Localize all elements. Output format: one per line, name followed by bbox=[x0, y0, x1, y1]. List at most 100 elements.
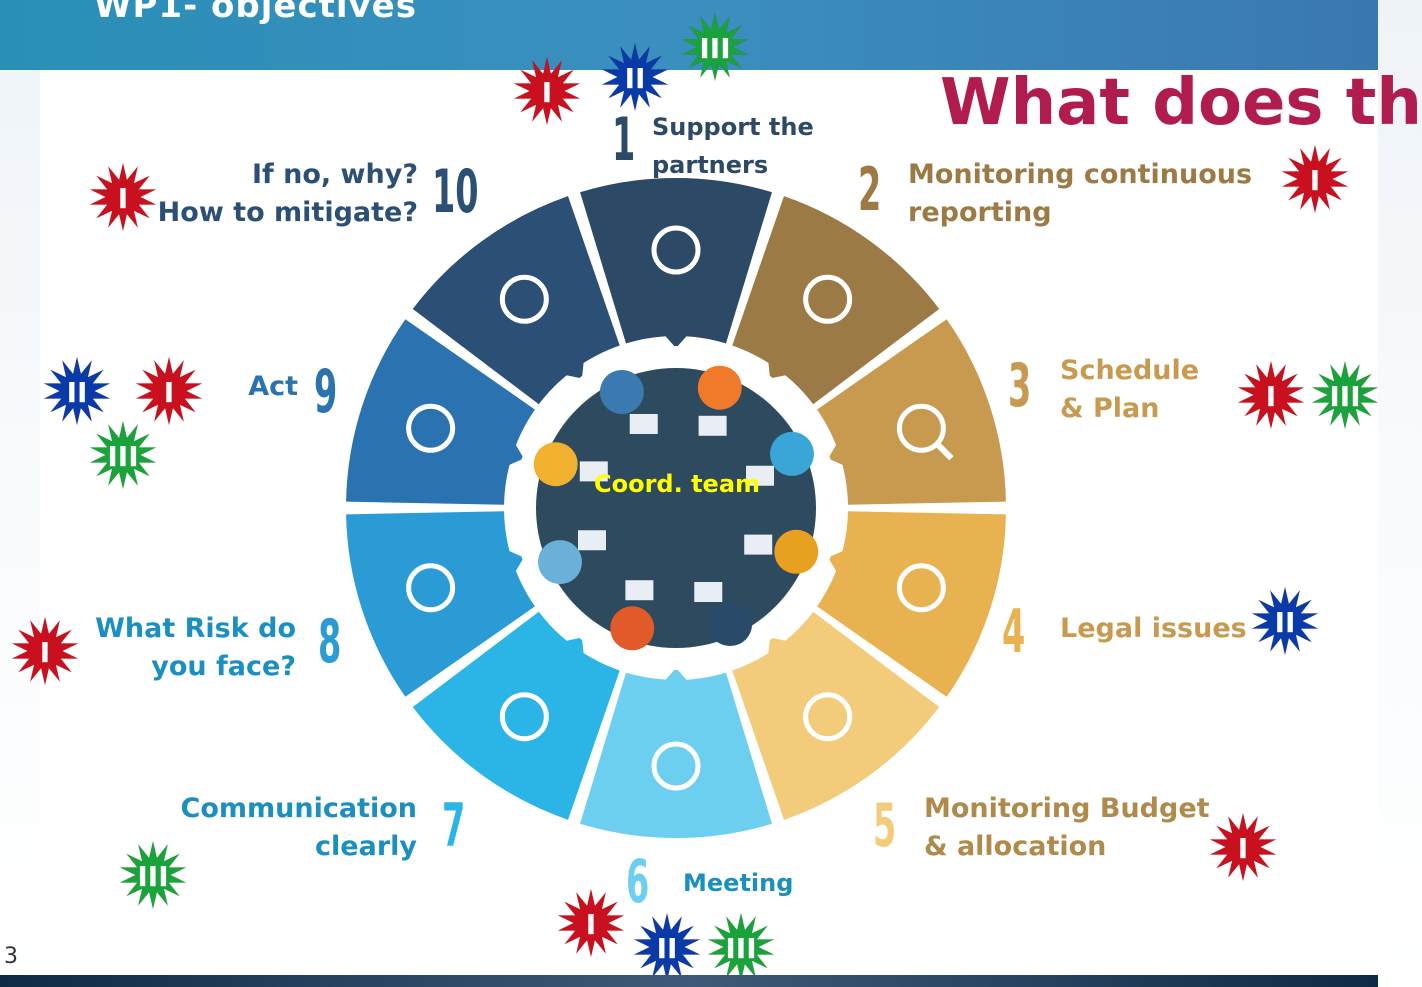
step-label-10: If no, why? How to mitigate? bbox=[157, 159, 418, 228]
segment-pointer-3 bbox=[828, 442, 845, 466]
badge-label: III bbox=[1329, 380, 1360, 413]
center-label: Coord. team bbox=[594, 470, 761, 498]
badge-label: I bbox=[40, 636, 50, 669]
badge-label: I bbox=[1310, 164, 1320, 197]
starburst-badge-red: I bbox=[513, 56, 581, 126]
starburst-badge-green: III bbox=[1311, 360, 1379, 430]
wheel-segment-9 bbox=[346, 319, 535, 505]
badge-label: II bbox=[1275, 606, 1296, 639]
segment-pointer-10 bbox=[564, 360, 584, 379]
report-edit-icon bbox=[803, 274, 853, 324]
segment-pointer-2 bbox=[768, 360, 788, 379]
step-number-7: 7 bbox=[442, 791, 466, 861]
wheel-segment-5 bbox=[732, 611, 940, 820]
step-label-6: Meeting bbox=[683, 869, 794, 897]
lightbulb-icon bbox=[896, 563, 946, 613]
document-sheet bbox=[577, 530, 606, 551]
header-bar: WP1- objectives bbox=[0, 0, 1378, 70]
person-figure bbox=[697, 365, 742, 410]
step-number-1: 1 bbox=[612, 105, 636, 175]
starburst-badge-red: I bbox=[1281, 144, 1349, 214]
wheel-segment-10 bbox=[412, 196, 620, 405]
step-number-6: 6 bbox=[626, 847, 650, 917]
page-number: 3 bbox=[4, 944, 18, 969]
magnifier-question-icon bbox=[896, 403, 954, 461]
eye-screen-icon bbox=[406, 563, 456, 613]
wheel-segment-8 bbox=[346, 511, 535, 697]
step-label-2: Monitoring continuous reporting bbox=[908, 159, 1253, 228]
meeting-table-illustration bbox=[536, 368, 816, 648]
badge-label: III bbox=[699, 32, 730, 65]
question-laptop-icon bbox=[651, 225, 701, 275]
step-number-2: 2 bbox=[858, 155, 882, 225]
step-number-8: 8 bbox=[318, 607, 342, 677]
badge-label: I bbox=[586, 908, 596, 941]
speech-bubbles-icon bbox=[499, 692, 549, 742]
segment-pointer-9 bbox=[507, 442, 524, 466]
step-label-9: Act bbox=[248, 371, 298, 402]
document-sheet bbox=[579, 461, 608, 482]
thumbs-down-icon bbox=[499, 274, 549, 324]
wheel-segment-7 bbox=[412, 611, 620, 820]
step-number-9: 9 bbox=[314, 357, 338, 427]
badge-label: III bbox=[137, 860, 168, 893]
starburst-badge-red: I bbox=[89, 162, 157, 232]
thumbs-up-icon bbox=[406, 403, 456, 453]
person-figure bbox=[537, 540, 582, 585]
badge-label: II bbox=[67, 376, 88, 409]
starburst-badge-red: I bbox=[135, 356, 203, 426]
person-figure bbox=[770, 431, 815, 476]
tools-icon bbox=[803, 692, 853, 742]
step-label-3: Schedule & Plan bbox=[1060, 355, 1200, 424]
process-wheel bbox=[346, 178, 1006, 838]
starburst-badge-blue: II bbox=[43, 356, 111, 426]
segment-pointer-4 bbox=[828, 550, 845, 574]
starburst-badge-red: I bbox=[1209, 812, 1277, 882]
document-sheet bbox=[746, 465, 775, 486]
step-label-8: What Risk do you face? bbox=[95, 613, 296, 682]
starburst-badge-red: I bbox=[11, 616, 79, 686]
segment-pointer-8 bbox=[507, 550, 524, 574]
badge-label: I bbox=[1238, 832, 1248, 865]
segment-pointer-1 bbox=[663, 334, 689, 348]
wheel-segment-4 bbox=[817, 511, 1006, 697]
step-label-1: Support the partners bbox=[652, 113, 814, 179]
person-figure bbox=[533, 442, 578, 487]
document-sheet bbox=[744, 534, 773, 555]
wheel-segment-3 bbox=[817, 319, 1006, 505]
starburst-badge-green: III bbox=[681, 12, 749, 82]
broken-monitor-icon bbox=[651, 741, 701, 791]
document-sheet bbox=[625, 580, 654, 601]
document-sheet bbox=[698, 415, 727, 436]
step-label-4: Legal issues bbox=[1060, 613, 1247, 644]
step-label-7: Communication clearly bbox=[180, 793, 418, 862]
person-figure bbox=[599, 369, 644, 414]
step-label-5: Monitoring Budget & allocation bbox=[924, 793, 1210, 862]
badge-label: III bbox=[725, 932, 756, 965]
badge-label: I bbox=[164, 376, 174, 409]
person-figure bbox=[774, 529, 819, 574]
starburst-badge-blue: II bbox=[1251, 586, 1319, 656]
badge-label: II bbox=[657, 932, 678, 965]
starburst-badge-red: I bbox=[557, 888, 625, 958]
header-title: WP1- objectives bbox=[94, 0, 417, 26]
segment-pointer-7 bbox=[564, 637, 584, 656]
wheel-segment-2 bbox=[732, 196, 940, 405]
starburst-badge-blue: II bbox=[601, 42, 669, 112]
badge-label: I bbox=[1266, 380, 1276, 413]
badge-label: III bbox=[107, 440, 138, 473]
wheel-segment-1 bbox=[580, 178, 772, 344]
starburst-badge-red: I bbox=[1237, 360, 1305, 430]
bottom-strip bbox=[0, 975, 1378, 987]
document-sheet bbox=[629, 413, 658, 434]
step-number-10: 10 bbox=[432, 157, 479, 227]
segment-pointer-5 bbox=[768, 637, 788, 656]
wheel-segment-6 bbox=[580, 672, 772, 838]
badge-label: I bbox=[542, 76, 552, 109]
badge-label: II bbox=[625, 62, 646, 95]
badge-label: I bbox=[118, 182, 128, 215]
starburst-badge-green: III bbox=[119, 840, 187, 910]
step-number-4: 4 bbox=[1002, 597, 1026, 667]
person-figure bbox=[610, 606, 655, 651]
step-number-5: 5 bbox=[873, 791, 897, 861]
